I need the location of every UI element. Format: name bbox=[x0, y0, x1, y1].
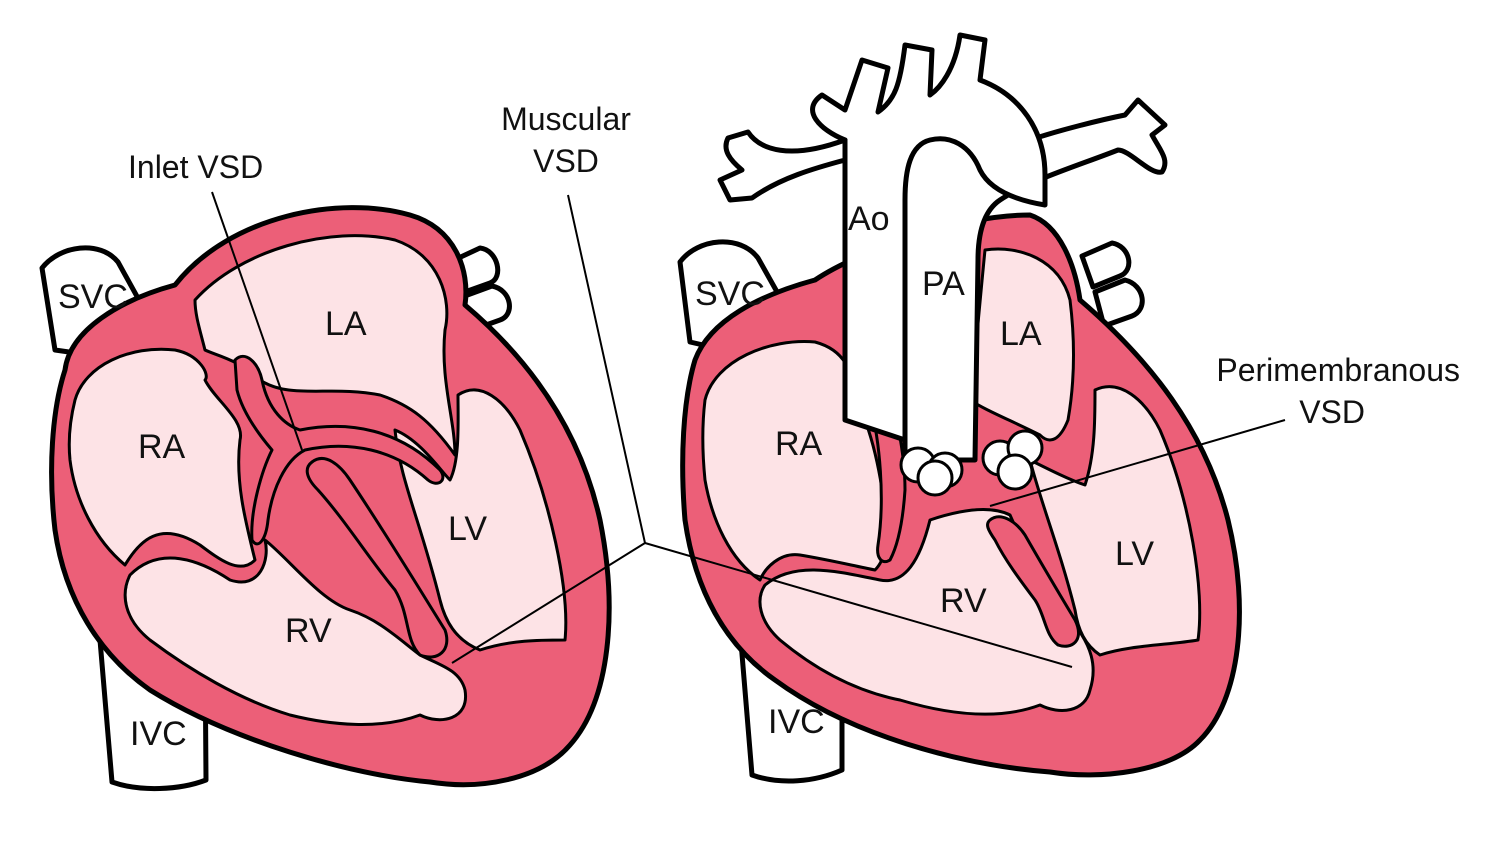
inlet-vsd-leader bbox=[211, 191, 303, 451]
muscular-vsd-leader-right bbox=[644, 542, 1073, 668]
right-rv-label: RV bbox=[940, 582, 987, 620]
right-valve-leaflets bbox=[899, 429, 1044, 497]
left-ra-chamber bbox=[67, 347, 257, 568]
right-lv-label: LV bbox=[1115, 535, 1154, 573]
perimembranous-vsd-leader bbox=[989, 419, 1286, 507]
right-ao-label: Ao bbox=[848, 200, 890, 238]
left-inlet-septum bbox=[233, 354, 445, 546]
left-rv-label: RV bbox=[285, 612, 332, 650]
left-heart: SVC IVC RA LA LV RV bbox=[39, 205, 612, 791]
right-aorta bbox=[810, 32, 1048, 443]
left-ra-label: RA bbox=[138, 428, 186, 466]
left-svc-label: SVC bbox=[58, 278, 128, 316]
perimembranous-vsd-label-line1: Perimembranous bbox=[1216, 352, 1460, 388]
right-pa-label: PA bbox=[922, 265, 965, 303]
left-rv-chamber bbox=[123, 538, 467, 726]
right-ra-label: RA bbox=[775, 425, 823, 463]
inlet-vsd-label: Inlet VSD bbox=[128, 149, 263, 185]
left-la-chamber bbox=[193, 234, 457, 457]
right-ivc-label: IVC bbox=[768, 703, 825, 741]
right-heart: SVC IVC RA LA LV RV Ao PA bbox=[677, 32, 1242, 784]
callouts: Inlet VSD Muscular VSD Perimembranous VS… bbox=[128, 101, 1460, 668]
perimembranous-vsd-label-line2: VSD bbox=[1299, 394, 1365, 430]
left-ventricular-septum bbox=[305, 457, 449, 659]
right-aortic-branch-left bbox=[717, 129, 848, 203]
muscular-vsd-label-line1: Muscular bbox=[501, 101, 631, 137]
right-la-label: LA bbox=[1000, 315, 1042, 353]
right-pulmonary-vein-lower bbox=[1092, 277, 1145, 329]
left-la-label: LA bbox=[325, 305, 367, 343]
muscular-vsd-label-line2: VSD bbox=[533, 143, 599, 179]
left-lv-label: LV bbox=[448, 510, 487, 548]
right-svc-label: SVC bbox=[695, 275, 765, 313]
left-ivc-label: IVC bbox=[130, 715, 187, 753]
right-pulmonary-vein-upper bbox=[1079, 240, 1132, 290]
right-ventricular-septum bbox=[986, 515, 1081, 648]
